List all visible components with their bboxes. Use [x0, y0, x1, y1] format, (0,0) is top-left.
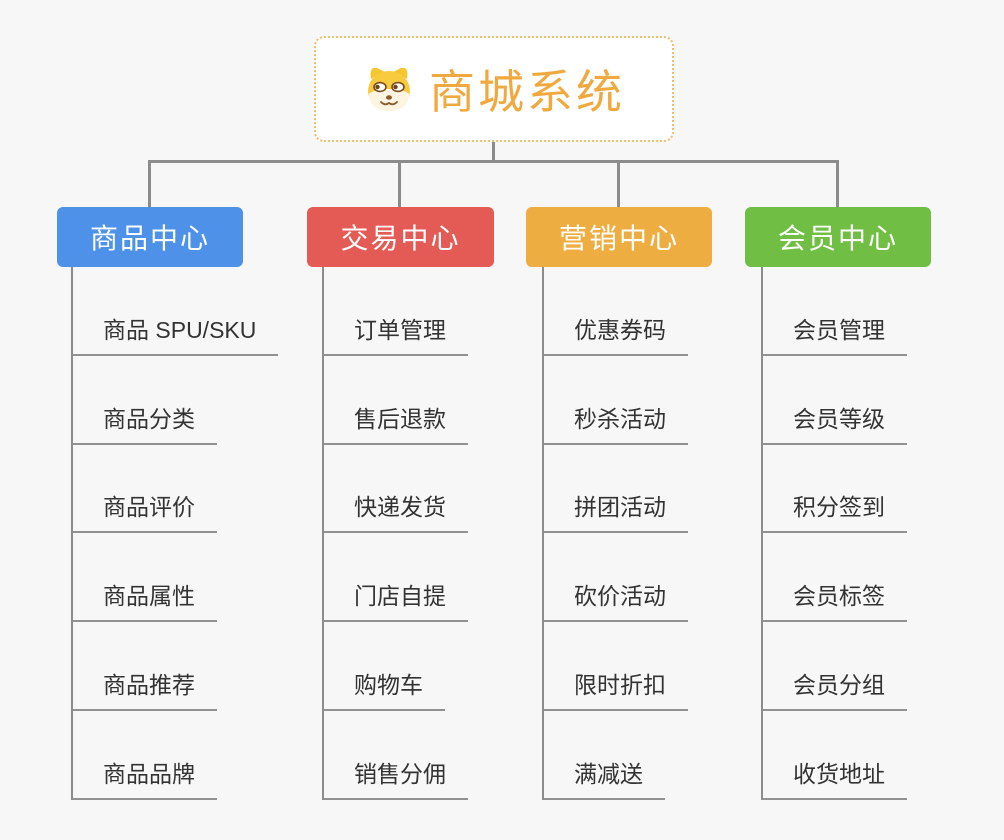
leaf-label: 会员等级 — [793, 405, 885, 432]
leaf-label: 收货地址 — [793, 760, 885, 787]
leaf-node[interactable]: 商品 SPU/SKU — [73, 267, 279, 356]
leaf-node[interactable]: 快递发货 — [324, 445, 468, 534]
leaf-label: 快递发货 — [354, 494, 446, 521]
leaf-column-trade-center: 订单管理 售后退款 快递发货 门店自提 购物车 销售分佣 — [322, 267, 468, 800]
leaf-label: 商品 SPU/SKU — [103, 316, 257, 343]
leaf-node[interactable]: 会员等级 — [763, 356, 907, 445]
leaf-node[interactable]: 收货地址 — [763, 711, 907, 800]
leaf-label: 优惠券码 — [574, 316, 666, 343]
leaf-label: 拼团活动 — [574, 494, 666, 521]
leaf-node[interactable]: 商品属性 — [73, 533, 217, 623]
leaf-label: 商品属性 — [103, 583, 195, 610]
leaf-node[interactable]: 门店自提 — [324, 533, 468, 623]
leaf-node[interactable]: 商品品牌 — [73, 711, 217, 800]
leaf-label: 积分签到 — [793, 494, 885, 521]
connector-root-vertical — [492, 142, 495, 162]
branch-label: 商品中心 — [89, 223, 210, 254]
connector-main-horizontal — [148, 160, 839, 163]
leaf-label: 满减送 — [574, 760, 643, 787]
leaf-node[interactable]: 会员管理 — [763, 267, 907, 356]
leaf-label: 砍价活动 — [574, 583, 666, 610]
leaf-label: 订单管理 — [354, 316, 446, 343]
leaf-node[interactable]: 拼团活动 — [544, 445, 688, 534]
leaf-label: 会员标签 — [793, 583, 885, 610]
leaf-node[interactable]: 秒杀活动 — [544, 356, 688, 445]
leaf-node[interactable]: 限时折扣 — [544, 622, 688, 712]
leaf-label: 售后退款 — [354, 405, 446, 432]
connector-drop-marketing — [617, 160, 620, 207]
leaf-label: 商品推荐 — [103, 672, 195, 699]
leaf-node[interactable]: 订单管理 — [324, 267, 468, 356]
connector-drop-products — [148, 160, 151, 207]
leaf-label: 商品评价 — [103, 494, 195, 521]
leaf-node[interactable]: 优惠券码 — [544, 267, 688, 356]
leaf-label: 秒杀活动 — [574, 405, 666, 432]
leaf-node[interactable]: 商品分类 — [73, 356, 217, 445]
connector-drop-trade — [398, 160, 401, 207]
branch-label: 会员中心 — [777, 223, 898, 254]
leaf-node[interactable]: 商品评价 — [73, 445, 217, 534]
root-node-label: 商城系统 — [429, 66, 625, 118]
leaf-node[interactable]: 售后退款 — [324, 356, 468, 445]
branch-node-marketing-center[interactable]: 营销中心 — [526, 207, 712, 267]
leaf-label: 购物车 — [354, 672, 423, 699]
dog-face-icon — [368, 67, 410, 111]
leaf-label: 限时折扣 — [574, 672, 666, 699]
leaf-node[interactable]: 砍价活动 — [544, 533, 688, 623]
branch-node-trade-center[interactable]: 交易中心 — [307, 207, 494, 267]
leaf-label: 会员管理 — [793, 316, 885, 343]
leaf-column-product-center: 商品 SPU/SKU 商品分类 商品评价 商品属性 商品推荐 商品品牌 — [71, 267, 279, 800]
leaf-column-member-center: 会员管理 会员等级 积分签到 会员标签 会员分组 收货地址 — [761, 267, 907, 800]
root-node[interactable]: 商城系统 — [314, 36, 674, 142]
leaf-label: 商品品牌 — [103, 760, 195, 787]
connector-drop-members — [836, 160, 839, 207]
leaf-node[interactable]: 会员标签 — [763, 533, 907, 623]
leaf-node[interactable]: 商品推荐 — [73, 622, 217, 712]
branch-label: 交易中心 — [340, 223, 461, 254]
leaf-node[interactable]: 会员分组 — [763, 622, 907, 712]
leaf-label: 销售分佣 — [354, 760, 446, 787]
branch-node-member-center[interactable]: 会员中心 — [745, 207, 931, 267]
leaf-label: 门店自提 — [354, 583, 446, 610]
leaf-label: 商品分类 — [103, 405, 195, 432]
leaf-node[interactable]: 积分签到 — [763, 445, 907, 534]
leaf-node[interactable]: 购物车 — [324, 622, 445, 712]
leaf-node[interactable]: 销售分佣 — [324, 711, 468, 800]
leaf-node[interactable]: 满减送 — [544, 711, 665, 800]
leaf-column-marketing-center: 优惠券码 秒杀活动 拼团活动 砍价活动 限时折扣 满减送 — [542, 267, 688, 800]
leaf-label: 会员分组 — [793, 672, 885, 699]
branch-node-product-center[interactable]: 商品中心 — [57, 207, 243, 267]
branch-label: 营销中心 — [558, 223, 679, 254]
